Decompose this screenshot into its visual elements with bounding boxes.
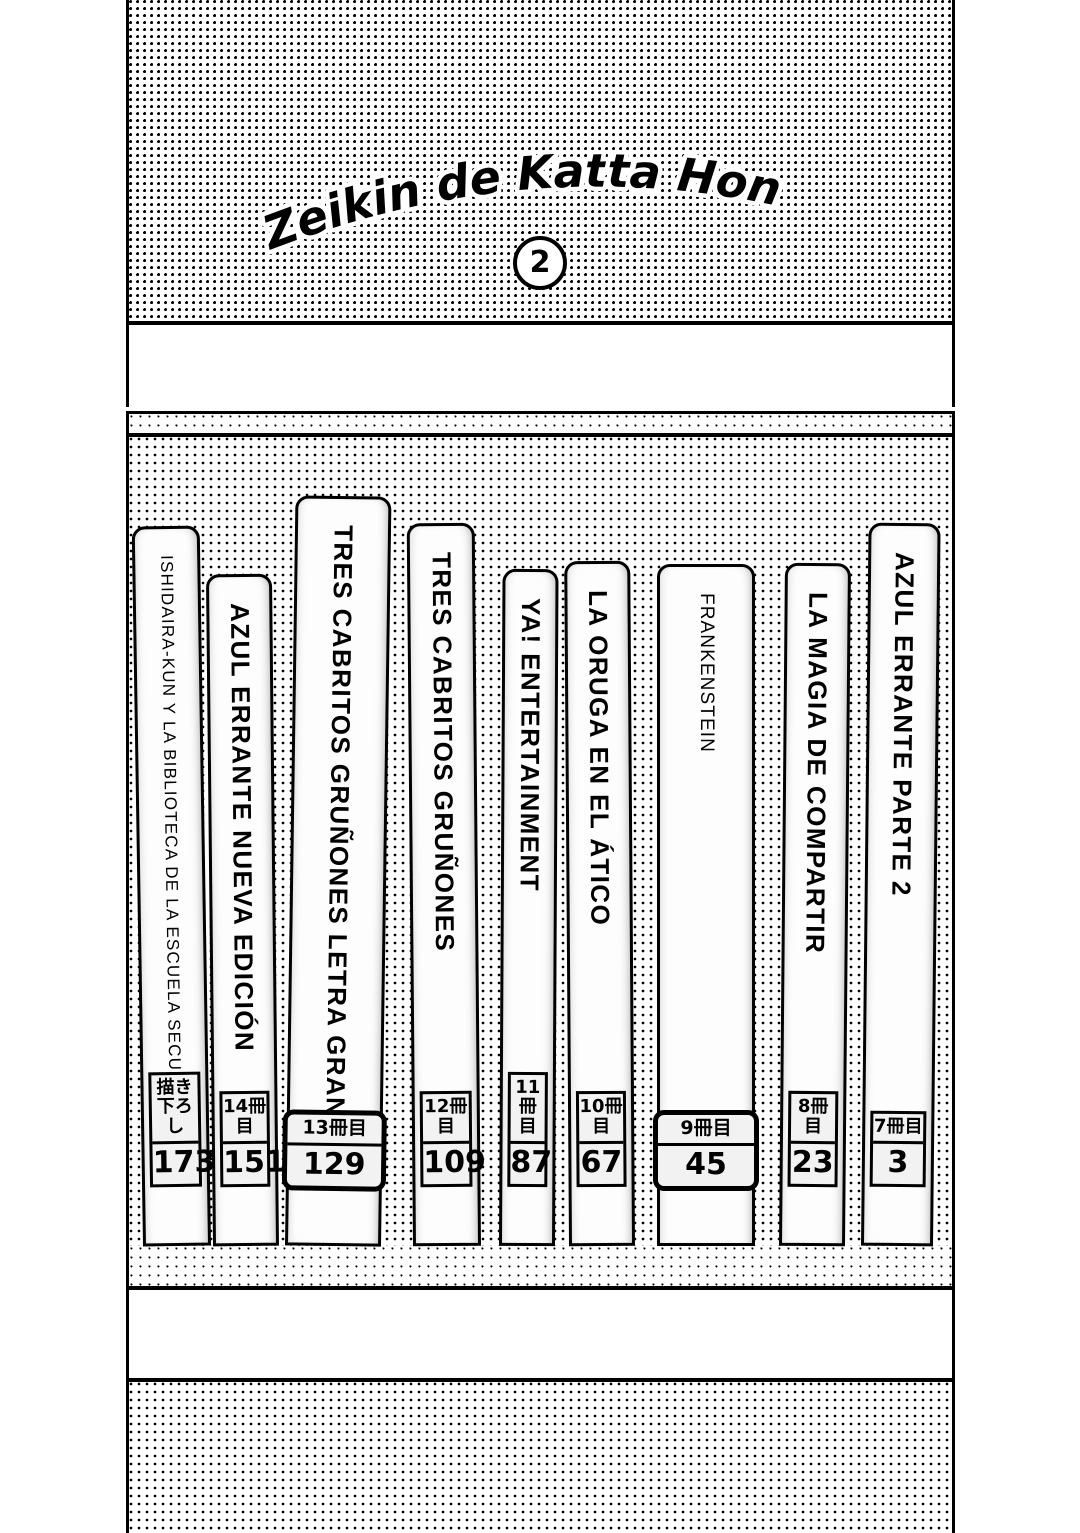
panel-gutter-lower [126,1290,955,1378]
book-title: TRES CABRITOS GRUÑONES LETRA GRANDE [319,524,359,1157]
book-volume-label: 7冊目 [873,1113,924,1145]
book-volume-label: 14冊目 [222,1094,267,1145]
book-volume-label: 描き下ろし [151,1074,199,1145]
book-spine[interactable]: ISHIDAIRA-KUN Y LA BIBLIOTECA DE LA ESCU… [131,525,216,1247]
book-title: YA! ENTERTAINMENT [514,597,547,893]
book-page-number: 173 [152,1144,216,1181]
book-title: FRANKENSTEIN [695,593,717,753]
book-page-number: 23 [791,1144,834,1181]
book-volume-label: 9冊目 [658,1115,754,1146]
book-page-number: 45 [685,1147,727,1182]
book-page-number: 109 [423,1144,487,1181]
book-title: ISHIDAIRA-KUN Y LA BIBLIOTECA DE LA ESCU… [157,554,186,1143]
panel-title [126,0,955,325]
book-volume-label: 12冊目 [422,1094,470,1145]
panel-thin-strip [126,411,955,437]
volume-badge-number: 2 [529,245,551,280]
book-volume-label: 13冊目 [287,1114,382,1147]
book-page-number: 67 [580,1144,623,1181]
book-volume-label: 11冊目 [510,1074,545,1145]
panel-bottom [126,1378,955,1533]
book-page-number: 129 [302,1146,366,1183]
book-title: TRES CABRITOS GRUÑONES [426,551,461,953]
book-page-number: 151 [222,1144,286,1181]
panel-gutter-upper [126,325,955,407]
panel-bookshelf: ISHIDAIRA-KUN Y LA BIBLIOTECA DE LA ESCU… [126,437,955,1290]
book-volume-label: 10冊目 [578,1094,624,1145]
shelf-floor [129,1246,952,1286]
book-title: AZUL ERRANTE PARTE 2 [886,551,920,898]
volume-badge: 2 [513,236,567,290]
book-title: AZUL ERRANTE NUEVA EDICIÓN [224,602,260,1053]
book-volume-label: 8冊目 [790,1094,836,1145]
book-page-number: 87 [510,1144,553,1181]
book-title: LA ORUGA EN EL ÁTICO [583,589,616,927]
book-title: LA MAGIA DE COMPARTIR [800,591,834,955]
book-page-number: 3 [887,1144,909,1181]
